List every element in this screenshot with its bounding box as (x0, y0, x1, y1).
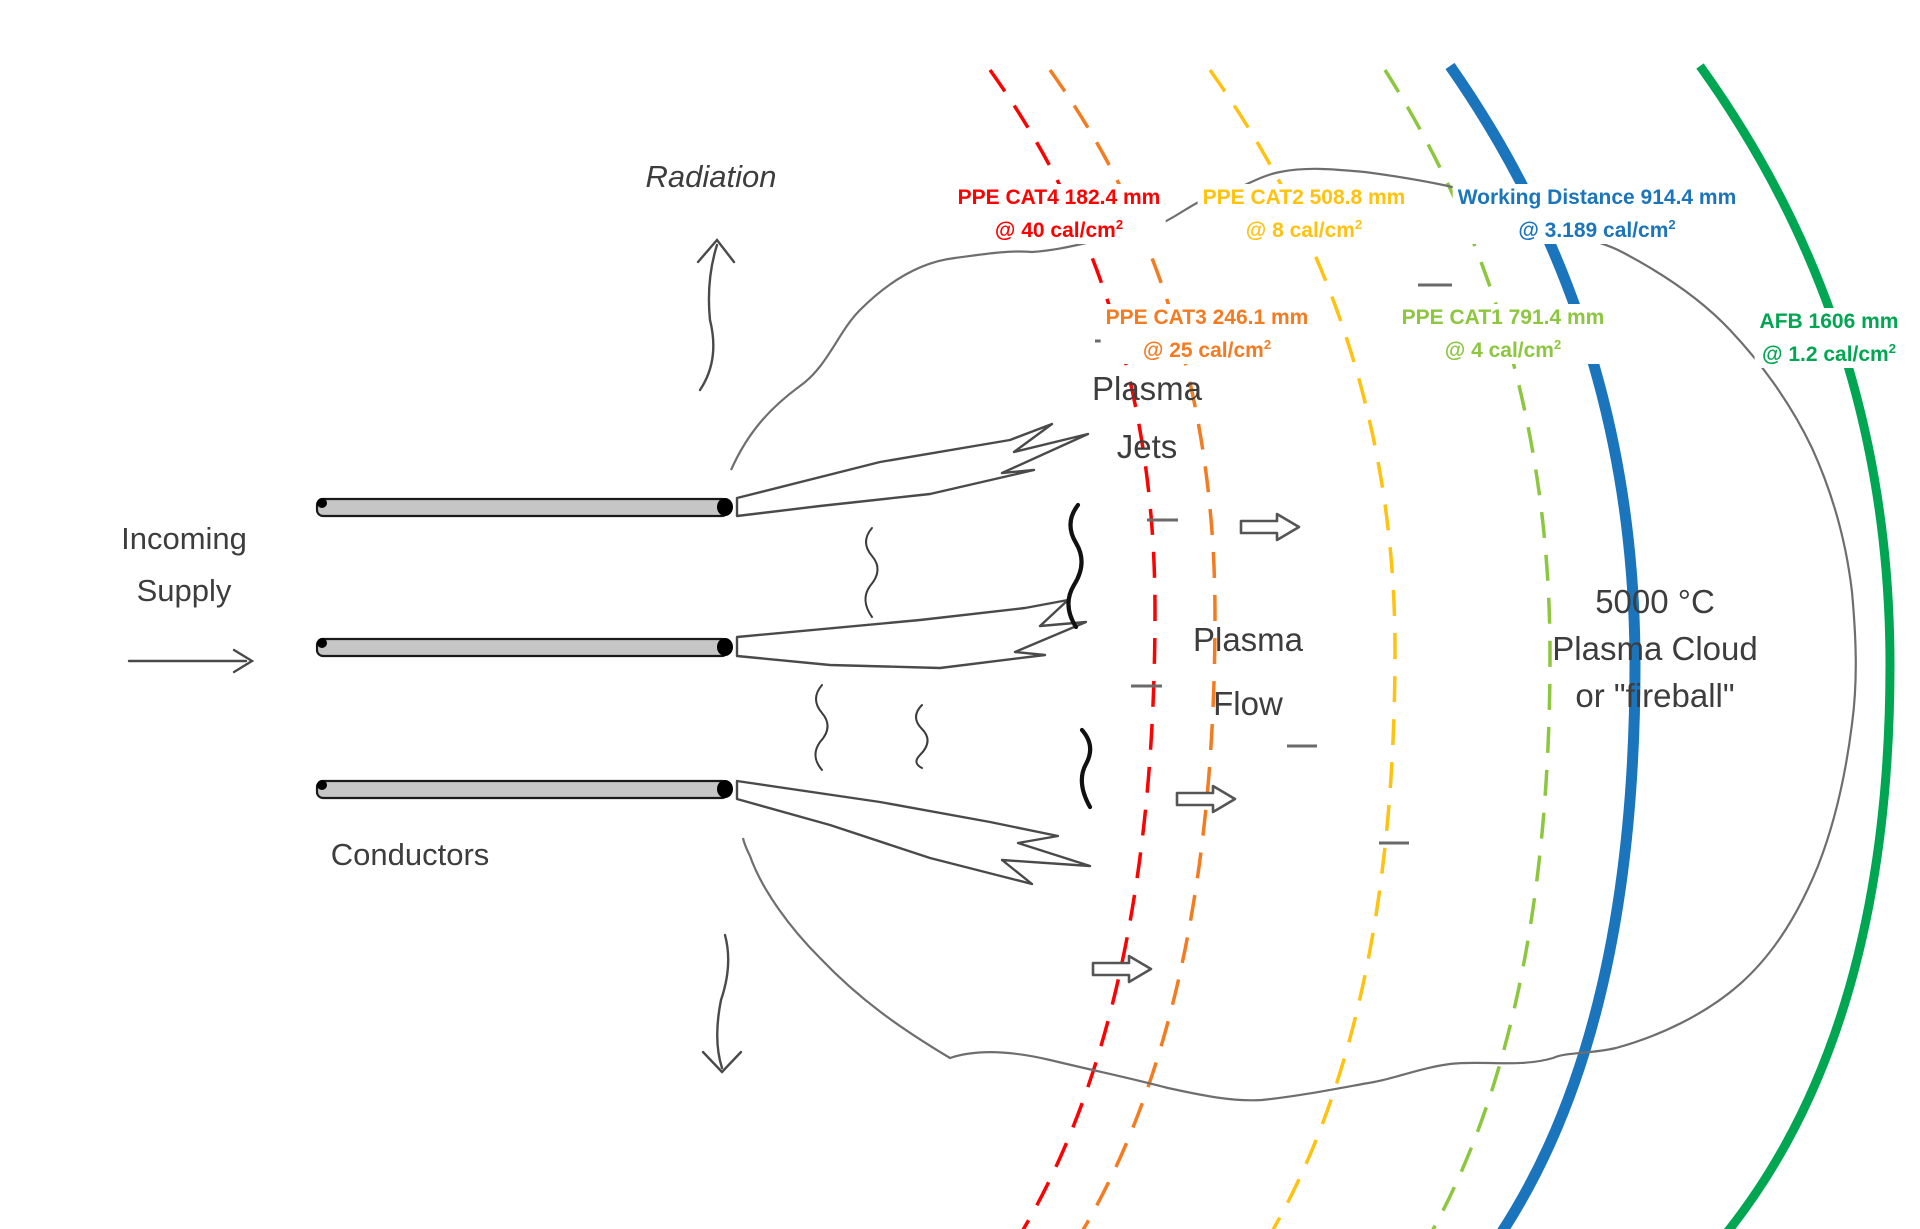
radiation-arrows (696, 238, 743, 1074)
incoming-supply-arrow (127, 648, 255, 674)
flow-arrow-lower (1091, 954, 1153, 984)
conductors-group (315, 497, 733, 800)
supply-text: Supply (136, 573, 232, 608)
radiation-arrow-up-head (696, 238, 736, 264)
ppe-cat4-label: PPE CAT4 182.4 mm @ 40 cal/cm2 (952, 184, 1166, 244)
conductors-text: Conductors (330, 837, 490, 872)
plasma-jets-label: Plasma Jets (1092, 360, 1202, 476)
plasma-cloud-label: 5000 °C Plasma Cloud or "fireball" (1552, 578, 1757, 719)
ppe-cat1-energy: @ 4 cal/cm (1444, 339, 1554, 362)
working-distance-text: Working Distance 914.4 mm (1457, 186, 1737, 209)
plasma-flow-line2: Flow (1213, 685, 1283, 722)
conductor-middle-left-dot (317, 638, 327, 648)
conductor-bar-middle (315, 637, 730, 658)
afb-sup: 2 (1888, 341, 1896, 356)
incoming-arrow-head (232, 648, 255, 674)
ppe-cat1-text: PPE CAT1 791.4 mm (1401, 306, 1605, 329)
conductor-middle-end-cap (717, 638, 733, 656)
working-distance-sup: 2 (1668, 217, 1676, 232)
ppe-cat3-label: PPE CAT3 246.1 mm @ 25 cal/cm2 (1100, 304, 1314, 364)
ppe-cat2-sup: 2 (1354, 217, 1363, 232)
tick-marks (1095, 283, 1452, 845)
ppe-cat2-text: PPE CAT2 508.8 mm (1202, 186, 1406, 209)
afb-text: AFB 1606 mm (1759, 310, 1899, 333)
thick-squiggle-1 (1066, 502, 1084, 630)
plasma-jet-top (735, 422, 1090, 518)
ppe-cat4-energy: @ 40 cal/cm (994, 219, 1116, 242)
afb-label: AFB 1606 mm @ 1.2 cal/cm2 (1754, 308, 1904, 368)
thick-squiggle-2 (1079, 727, 1093, 810)
incoming-text: Incoming (121, 521, 247, 556)
flow-arrow-middle (1175, 784, 1237, 814)
plasma-jets-line1: Plasma (1091, 370, 1203, 407)
conductor-bar-top (315, 497, 730, 518)
radiation-text: Radiation (645, 159, 777, 194)
heat-squiggles (814, 502, 1093, 810)
conductors-label: Conductors (331, 826, 490, 884)
ppe-cat2-label: PPE CAT2 508.8 mm @ 8 cal/cm2 (1197, 184, 1411, 244)
afb-arc (1696, 63, 1895, 1229)
plasma-cloud-line3: or "fireball" (1575, 677, 1735, 714)
radiation-arrow-up (698, 243, 719, 392)
squiggle-1 (864, 527, 879, 618)
squiggle-2 (814, 684, 829, 771)
radiation-arrow-down-head (701, 1050, 743, 1074)
ppe-cat1-label: PPE CAT1 791.4 mm @ 4 cal/cm2 (1396, 304, 1610, 364)
incoming-supply-label: Incoming Supply (121, 513, 247, 617)
plasma-jets-group (735, 422, 1092, 886)
plasma-jet-middle (735, 598, 1088, 670)
working-distance-label: Working Distance 914.4 mm @ 3.189 cal/cm… (1452, 184, 1742, 244)
ppe-cat3-energy: @ 25 cal/cm (1142, 339, 1264, 362)
ppe-cat3-text: PPE CAT3 246.1 mm (1105, 306, 1309, 329)
plasma-flow-label: Plasma Flow (1193, 608, 1303, 736)
plasma-cloud-line1: 5000 °C (1595, 583, 1715, 620)
plasma-flow-line1: Plasma (1192, 621, 1304, 658)
conductor-bar-bottom (315, 779, 730, 800)
radiation-label: Radiation (646, 148, 777, 206)
conductor-bottom-end-cap (717, 780, 733, 798)
plasma-jets-line2: Jets (1116, 428, 1178, 465)
conductor-bottom-left-dot (317, 780, 327, 790)
conductor-top-end-cap (717, 498, 733, 516)
ppe-cat1-sup: 2 (1553, 337, 1562, 352)
conductor-top-left-dot (317, 498, 327, 508)
ppe-cat2-energy: @ 8 cal/cm (1245, 219, 1355, 242)
squiggle-3 (915, 704, 929, 769)
flow-arrow-upper (1239, 512, 1301, 542)
plasma-flow-arrows (1091, 512, 1301, 984)
ppe-cat4-sup: 2 (1115, 217, 1124, 232)
plasma-jet-bottom (735, 779, 1092, 886)
plasma-cloud-line2: Plasma Cloud (1552, 630, 1758, 667)
working-distance-energy: @ 3.189 cal/cm (1518, 219, 1669, 242)
ppe-cat4-text: PPE CAT4 182.4 mm (957, 186, 1161, 209)
ppe-cat3-sup: 2 (1263, 337, 1272, 352)
afb-energy: @ 1.2 cal/cm (1762, 343, 1889, 366)
radiation-arrow-down (716, 933, 730, 1070)
